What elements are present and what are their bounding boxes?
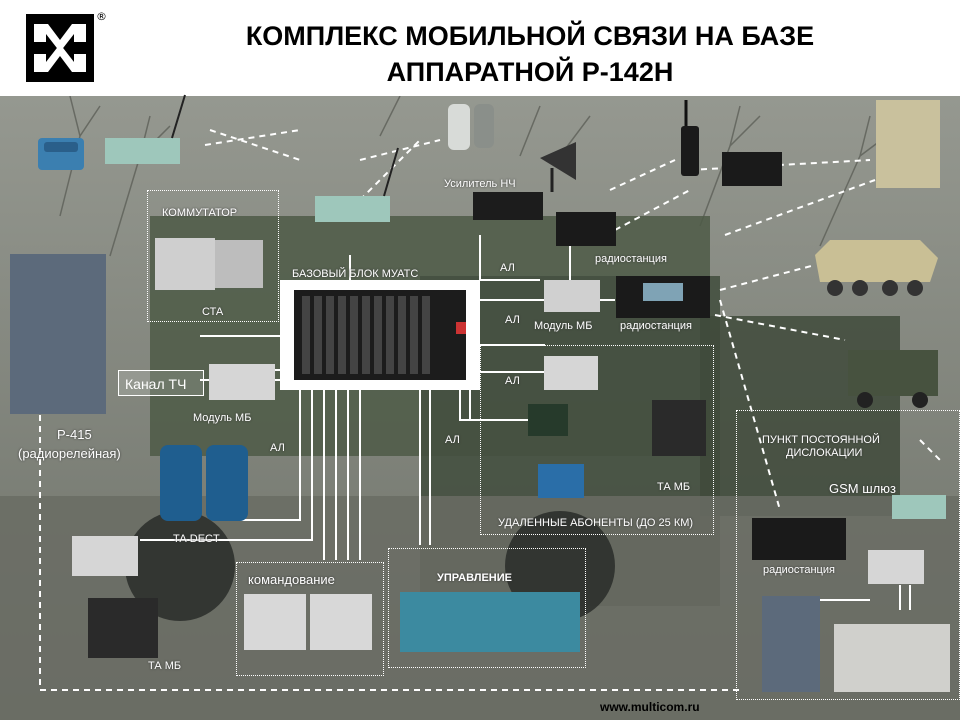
backpack-radio-device (876, 100, 940, 188)
truck-icon (848, 350, 938, 408)
ta-mb-remote-label: ТА МБ (657, 481, 690, 493)
r415-label: Р-415 (57, 427, 92, 442)
sta-label: СТА (202, 306, 223, 318)
radio-label-bottom: радиостанция (763, 564, 835, 576)
module-mb-device (544, 280, 600, 312)
base-unit-label: БАЗОВЫЙ БЛОК МУАТС (292, 268, 418, 280)
al-label: АЛ (445, 434, 460, 446)
radio-label-right: радиостанция (620, 320, 692, 332)
radio-device (722, 152, 782, 186)
remote-subscribers-box (480, 345, 714, 535)
ta-dect-label: ТА DECT (173, 533, 220, 545)
router-icon (105, 95, 185, 164)
al-label: АЛ (270, 442, 285, 454)
al-label: АЛ (500, 262, 515, 274)
management-box (388, 548, 586, 668)
permanent-post-label-1: ПУНКТ ПОСТОЯННОЙ (762, 434, 880, 446)
management-label: УПРАВЛЕНИЕ (437, 572, 512, 584)
kommutator-label: КОММУТАТОР (162, 207, 237, 219)
canal-tch-label: Канал ТЧ (118, 370, 204, 396)
field-phone-device (88, 598, 158, 658)
module-mb-label-right: Модуль МБ (534, 320, 592, 332)
permanent-post-label-2: ДИСЛОКАЦИИ (786, 447, 862, 459)
r415-sub-label: (радиорелейная) (18, 446, 121, 461)
mobile-phone-icon (448, 104, 494, 150)
amplifier-label: Усилитель НЧ (444, 178, 516, 190)
amplifier-device (473, 192, 543, 220)
remote-subscribers-label: УДАЛЕННЫЕ АБОНЕНТЫ (ДО 25 КМ) (498, 517, 693, 529)
al-label: АЛ (505, 375, 520, 387)
module-mb-device (72, 536, 138, 576)
armored-vehicle-icon (815, 240, 938, 296)
gsm-gateway-label: GSM шлюз (829, 481, 896, 496)
walkie-talkie-icon (681, 100, 699, 176)
module-mb-device (209, 364, 275, 400)
relay-station-r415 (10, 254, 106, 414)
al-label: АЛ (505, 314, 520, 326)
command-label: командование (248, 572, 335, 587)
base-unit-muats (280, 280, 480, 390)
ta-mb-left-label: ТА МБ (148, 660, 181, 672)
module-mb-label-left: Модуль МБ (193, 412, 251, 424)
website-url[interactable]: www.multicom.ru (600, 700, 700, 714)
loudspeaker-icon (540, 142, 576, 192)
radio-device (556, 212, 616, 246)
dect-phone-icon (160, 445, 248, 521)
radio-label-top: радиостанция (595, 253, 667, 265)
phone-icon (38, 138, 84, 170)
router-icon (315, 148, 398, 222)
